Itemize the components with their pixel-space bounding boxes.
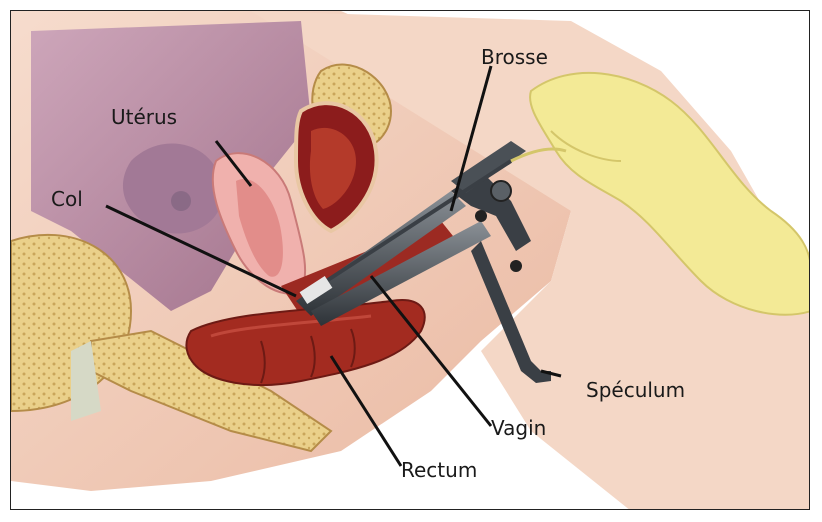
anatomy-diagram: Brosse Utérus Col Spéculum Vagin Rectum xyxy=(11,11,810,510)
illustration-frame: Brosse Utérus Col Spéculum Vagin Rectum xyxy=(10,10,810,510)
follicle xyxy=(171,191,191,211)
label-speculum: Spéculum xyxy=(586,378,685,402)
label-col: Col xyxy=(51,187,83,211)
label-brosse: Brosse xyxy=(481,45,548,69)
label-rectum: Rectum xyxy=(401,458,477,482)
label-vagin: Vagin xyxy=(491,416,546,440)
label-uterus: Utérus xyxy=(111,105,177,129)
